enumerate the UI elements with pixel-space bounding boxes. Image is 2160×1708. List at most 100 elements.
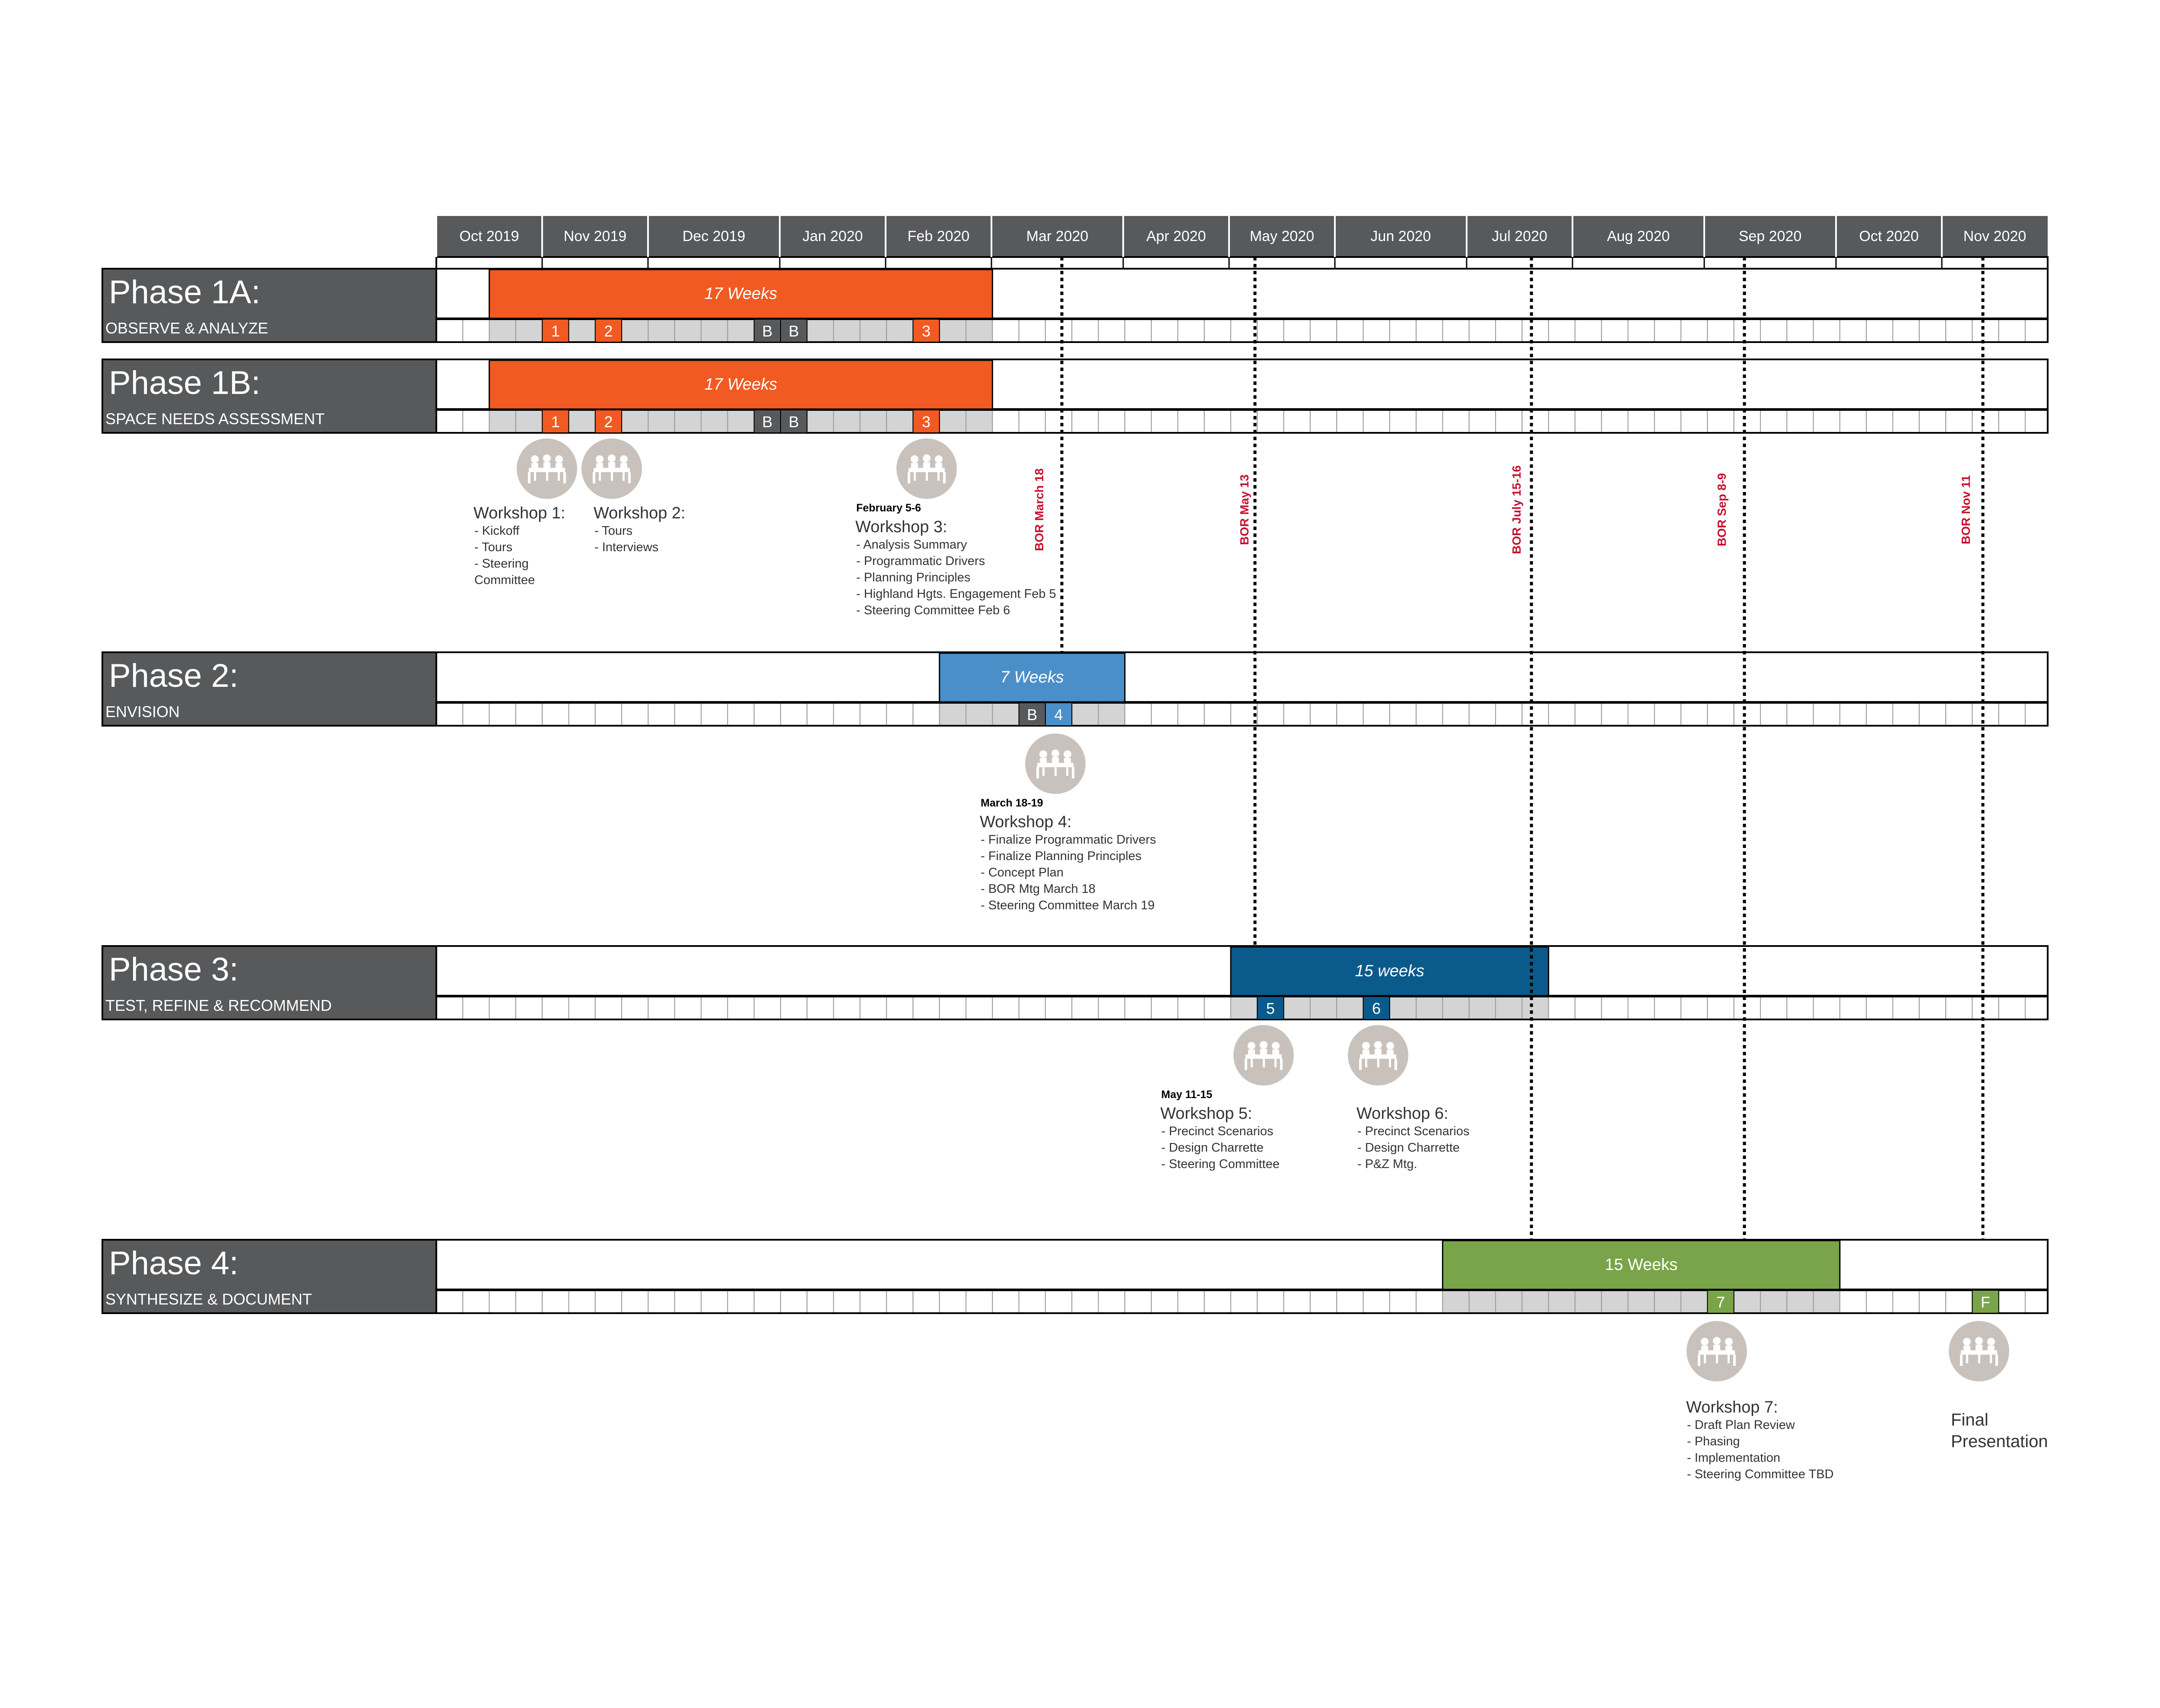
week-cell: [859, 996, 887, 1020]
week-cell: [621, 319, 649, 343]
week-cell: [966, 702, 993, 726]
week-cell: [753, 996, 781, 1020]
week-cell: [701, 410, 728, 433]
workshop-date: February 5-6: [856, 502, 921, 514]
week-cell: [1892, 410, 1920, 433]
week-cell: [1654, 410, 1682, 433]
week-cell: [780, 702, 808, 726]
week-cell: [1786, 410, 1814, 433]
week-cell: [1945, 1290, 1973, 1314]
week-cell: [939, 410, 966, 433]
week-cell: [1336, 996, 1364, 1020]
phase-title-block: [102, 1239, 437, 1314]
workshop-item: - Precinct Scenarios: [1357, 1124, 1470, 1138]
workshop-item: - Design Charrette: [1357, 1141, 1460, 1155]
week-cell: [1707, 410, 1734, 433]
workshop-7-text: Workshop 7:- Draft Plan Review- Phasing-…: [1686, 1398, 1834, 1481]
week-cell: [1389, 410, 1417, 433]
week-marker-label: B: [762, 322, 772, 340]
week-cell: [515, 702, 543, 726]
phase-duration-bar: [1442, 1240, 1841, 1290]
week-cell: [1627, 996, 1655, 1020]
week-marker-label: 3: [922, 413, 931, 431]
week-cell: [1839, 702, 1867, 726]
week-cell: [939, 1290, 966, 1314]
week-cell: [1601, 702, 1629, 726]
week-cell: [1945, 702, 1973, 726]
bor-meeting-label: BOR March 18: [1032, 468, 1046, 551]
week-cell: [833, 702, 861, 726]
week-cell: [1283, 319, 1311, 343]
week-cell: [1151, 1290, 1178, 1314]
week-cell: [1760, 1290, 1788, 1314]
week-cell: [1760, 702, 1788, 726]
week-cell: [1177, 1290, 1205, 1314]
week-cell: [2025, 1290, 2048, 1314]
week-cell: [462, 996, 490, 1020]
week-cell: [1442, 319, 1470, 343]
week-cell: [1945, 410, 1973, 433]
week-cell: [1336, 319, 1364, 343]
week-cell: [1733, 996, 1761, 1020]
week-cell: [1627, 702, 1655, 726]
week-cell: [568, 996, 596, 1020]
workshop-item: - Precinct Scenarios: [1161, 1124, 1274, 1138]
workshops: Workshop 1:- Kickoff- Tours- SteeringCom…: [473, 438, 2048, 1481]
week-cell: [1416, 1290, 1443, 1314]
week-cell: [727, 319, 755, 343]
week-cell: [1416, 319, 1443, 343]
week-cell: [1098, 702, 1125, 726]
week-cell: [833, 1290, 861, 1314]
phase-duration-bar: [1230, 946, 1550, 997]
week-cell: [912, 996, 940, 1020]
week-cell: [1018, 410, 1046, 433]
workshop-item: - Design Charrette: [1161, 1141, 1264, 1155]
phase-duration-bar: [489, 359, 993, 410]
week-cell: [1204, 1290, 1231, 1314]
week-cell: [489, 1290, 516, 1314]
workshop-6-icon: [1348, 1025, 1408, 1086]
bor-meeting-label: BOR May 13: [1238, 474, 1251, 545]
phase-title-block: [102, 359, 437, 434]
week-cell: [436, 319, 464, 343]
workshop-item: - Programmatic Drivers: [856, 554, 985, 568]
workshop-item: - Steering: [474, 557, 529, 571]
week-cell: [621, 1290, 649, 1314]
week-cell: [1945, 996, 1973, 1020]
week-cell: [1468, 410, 1496, 433]
week-cell: [542, 1290, 569, 1314]
week-cell: [966, 996, 993, 1020]
week-cell: [1786, 319, 1814, 343]
phase-bar-row: [435, 651, 2049, 703]
week-cell: [2025, 996, 2048, 1020]
workshop-item: - Phasing: [1687, 1435, 1740, 1448]
month-label: Nov 2019: [564, 228, 627, 244]
week-cell: [1416, 410, 1443, 433]
week-cell: [2025, 319, 2048, 343]
phase-subtitle: TEST, REFINE & RECOMMEND: [105, 997, 332, 1014]
week-cell: [753, 1290, 781, 1314]
workshop-title: Workshop 1:: [473, 504, 565, 522]
week-cell: [1230, 702, 1258, 726]
week-cell: [1045, 410, 1073, 433]
week-cell: [621, 702, 649, 726]
workshop-title: Workshop 5:: [1160, 1105, 1252, 1123]
week-row-border: [435, 318, 2049, 343]
workshop-item: - Kickoff: [474, 524, 520, 538]
week-cell: [1972, 410, 1999, 433]
week-marker-label: 6: [1372, 1000, 1381, 1017]
week-cell: [1283, 702, 1311, 726]
week-cell: [1257, 1290, 1284, 1314]
week-cell: [1124, 1290, 1152, 1314]
week-cell: [1522, 319, 1549, 343]
phase-subtitle: SPACE NEEDS ASSESSMENT: [105, 410, 324, 428]
workshop-1-text: Workshop 1:- Kickoff- Tours- SteeringCom…: [473, 504, 565, 587]
workshop-item: - Steering Committee TBD: [1687, 1467, 1834, 1481]
week-cell: [1707, 319, 1734, 343]
week-cell: [1548, 702, 1576, 726]
week-cell: [462, 1290, 490, 1314]
week-cell: [1548, 410, 1576, 433]
week-cell: [1839, 319, 1867, 343]
week-cell: [1998, 319, 2026, 343]
week-cell: [1972, 996, 1999, 1020]
